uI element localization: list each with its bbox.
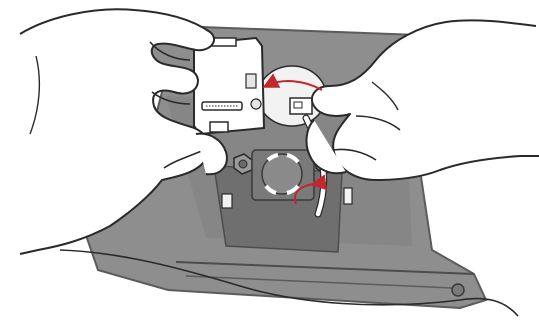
panel-slot [222,194,232,208]
port-cover [252,150,314,200]
sensor-module [194,38,264,134]
panel-slot [344,188,352,204]
cable-connector [290,98,312,114]
mounting-hole-icon [452,284,464,296]
